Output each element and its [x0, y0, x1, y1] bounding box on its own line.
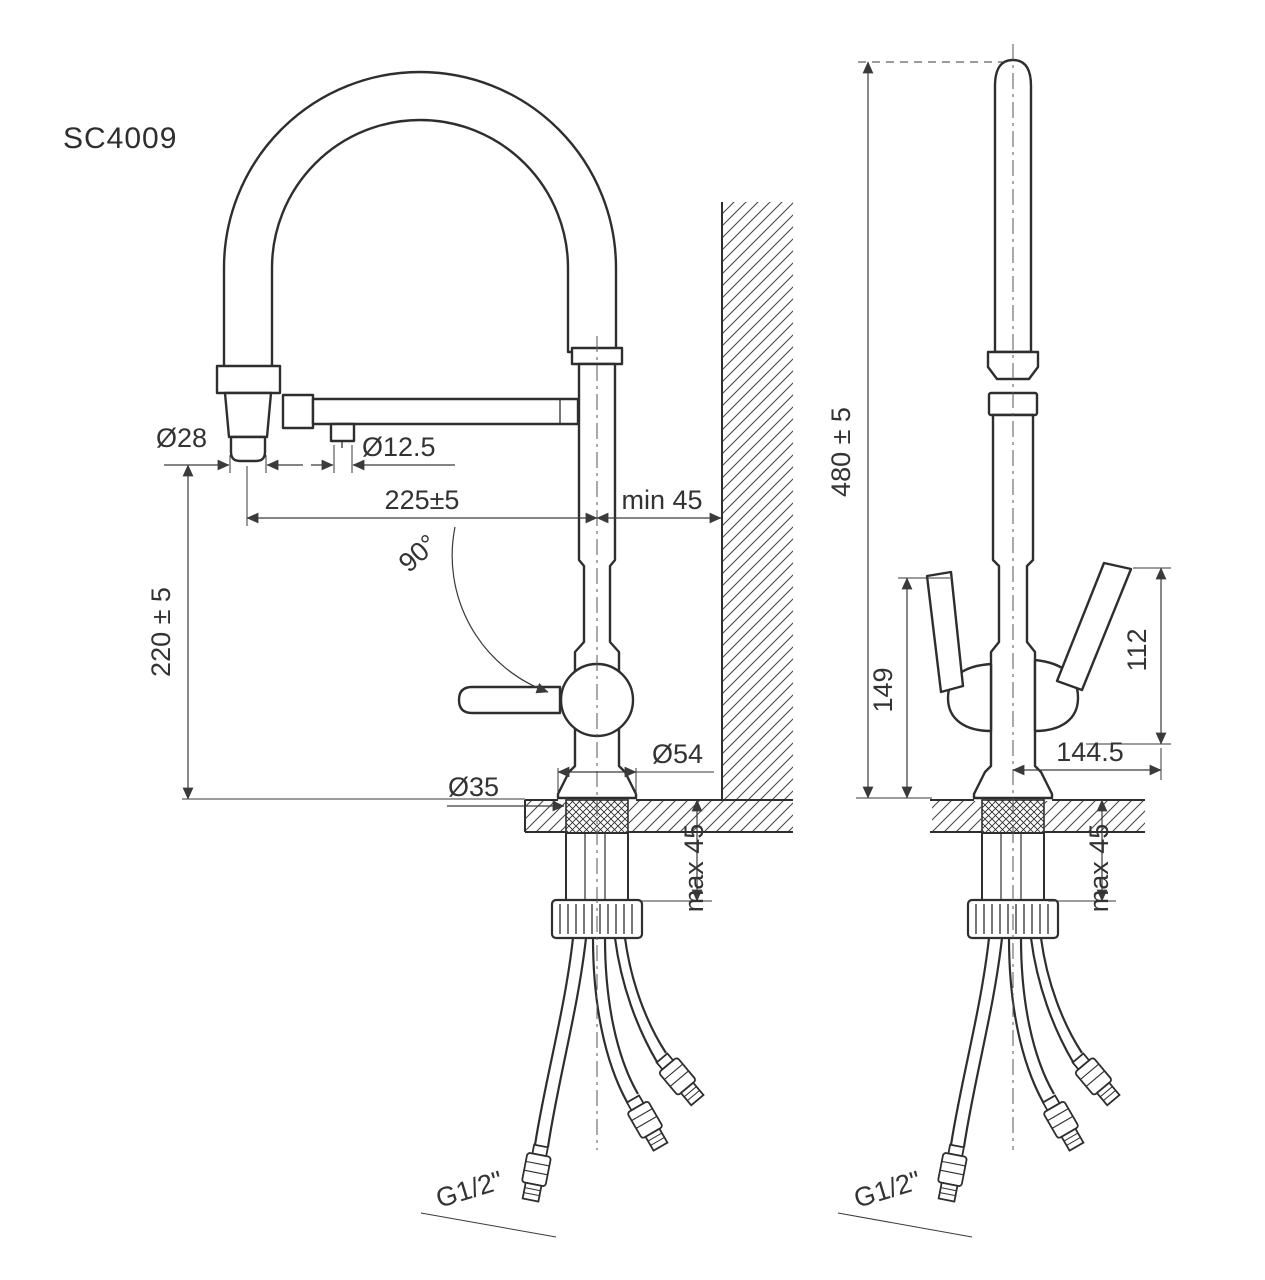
side-view: 480 ± 5 149 112 144.5 max 45 G1/2" [826, 44, 1171, 1238]
side-countertop [930, 799, 1145, 833]
arm-valve-knob [329, 422, 356, 443]
wall-section [721, 202, 793, 800]
side-dimensions: 480 ± 5 149 112 144.5 max 45 G1/2" [826, 61, 1171, 1238]
front-handle-lever [457, 685, 562, 715]
dim-counter-thickness-side: max 45 [1084, 824, 1114, 913]
dim-valve-diameter: Ø12.5 [362, 432, 436, 462]
dim-hole-diameter: Ø35 [448, 772, 499, 802]
side-faucet-body [925, 58, 1133, 800]
spray-head-collar [215, 364, 282, 395]
dim-base-diameter: Ø54 [652, 739, 703, 769]
dim-spray-diameter: Ø28 [156, 423, 207, 453]
dim-handle-height-112: 112 [1122, 628, 1152, 671]
dim-counter-thickness-front: max 45 [679, 824, 709, 913]
model-label: SC4009 [63, 122, 177, 155]
dim-handle-height-149: 149 [868, 667, 898, 712]
side-spout [993, 58, 1033, 354]
dim-total-height: 480 ± 5 [826, 407, 856, 497]
front-view: SC4009 Ø28 Ø12.5 225±5 min 45 90° 220 ± … [63, 70, 793, 1238]
dim-swivel-angle: 90° [393, 528, 443, 578]
dim-handle-reach: 144.5 [1056, 737, 1124, 767]
right-handle-lever [1055, 561, 1133, 692]
spout-holder-arm [311, 397, 580, 426]
dim-hose-thread-front: G1/2" [432, 1165, 506, 1214]
dim-reach: 225±5 [385, 485, 460, 515]
dim-spray-height: 220 ± 5 [146, 587, 176, 677]
dim-hose-thread-side: G1/2" [850, 1165, 924, 1214]
left-handle-lever [925, 570, 965, 694]
dim-min-wall: min 45 [621, 485, 702, 515]
spray-nozzle [229, 435, 267, 463]
